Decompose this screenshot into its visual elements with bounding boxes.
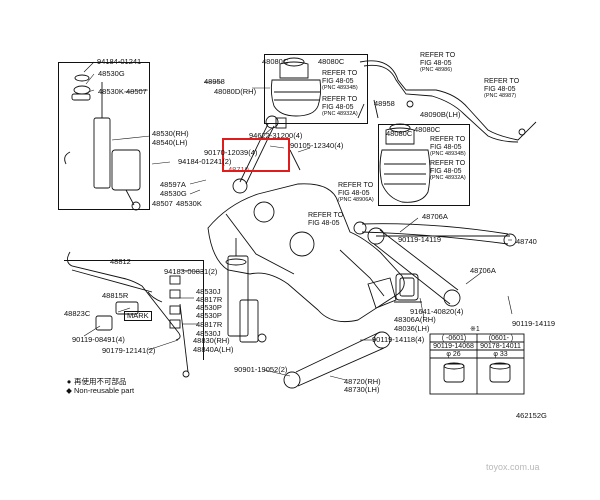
part-label[interactable]: 48080C [386,129,413,138]
bushing-bracket [394,273,422,303]
part-label[interactable]: 48958 [374,99,395,108]
part-label[interactable]: 48306A(RH) [394,315,436,324]
part-label[interactable]: 48815R [102,291,129,300]
part-label[interactable]: 48530P [196,303,222,312]
part-label-highlighted[interactable]: 48710 [228,165,249,174]
part-label[interactable]: 90119-14119 [398,235,442,244]
part-label[interactable]: 48530G [98,69,125,78]
stabilizer-bar [67,251,190,378]
part-label[interactable]: 94184-01241(2) [178,157,232,166]
part-label[interactable]: 48812 [110,257,131,266]
leader-lines [83,61,513,381]
inset-col2-range: (0601- ) [488,335,514,342]
group-box-shock-upper [58,62,150,210]
part-label[interactable]: 91641-40820(4) [410,307,464,316]
part-label[interactable]: 48730(LH) [344,385,380,394]
part-label[interactable]: 48530P [196,311,222,320]
part-label[interactable]: 48706A [470,266,496,275]
part-label[interactable]: 48706A [422,212,448,221]
air-spring-rh [270,57,322,117]
watermark: toyox.com.ua [486,462,540,472]
part-label[interactable]: 48817R [196,295,223,304]
rear-axle-housing [207,183,405,323]
part-label[interactable]: 94622-31200(4) [249,131,303,140]
shock-absorber-rear-lower [225,238,267,343]
inset-col2-size: φ 33 [493,351,508,358]
part-label[interactable]: 48823C [64,309,91,318]
part-label[interactable]: 94183-00831(2) [164,267,218,276]
part-label[interactable]: 48817R [196,320,223,329]
group-box-air-spring-lh [378,124,470,206]
part-label[interactable]: 48080C [414,125,441,134]
inset-col1-part[interactable]: 90119-14068 [433,343,474,350]
inset-col1-size: φ 26 [446,351,461,358]
part-label[interactable]: 90119-08491(4) [72,335,125,344]
part-label[interactable]: 90170-12039(4) [204,148,258,157]
part-label[interactable]: 90119-14119 [512,319,556,328]
diamond-icon: ◆ [66,386,72,395]
part-label[interactable]: 48840A(LH) [193,345,234,354]
part-label[interactable]: 48530J [196,287,221,296]
part-label[interactable]: 48036(LH) [394,324,430,333]
part-label[interactable]: 94184-01241 [97,57,142,66]
part-label[interactable]: 48080C [262,57,289,66]
group-box-air-spring-rh [264,54,368,124]
part-label[interactable]: 48958 [204,77,225,86]
part-label[interactable]: 48080D(RH) [214,87,257,96]
part-label[interactable]: 48530K [176,199,202,208]
inset-col1-range: ( -0601) [441,335,467,342]
shock-absorber-rear-upper-left [64,74,141,211]
bullet-icon: ● [66,377,72,386]
highlight-box-48710 [222,138,290,172]
part-label[interactable]: 90119-14118(4) [372,335,425,344]
part-label[interactable]: 48540(LH) [152,138,188,147]
part-label[interactable]: 90901-19052(2) [234,365,288,374]
part-label[interactable]: 48530G [160,189,187,198]
part-label[interactable]: 48507 [152,199,173,208]
upper-control-arm [232,115,301,194]
legend-item-en: ◆Non-reusable part [64,386,134,395]
part-label[interactable]: 48530(RH) [152,129,189,138]
part-label[interactable]: 48530K [98,87,124,96]
part-label[interactable]: 90179-12141(2) [102,346,156,355]
part-label[interactable]: 48090B(LH) [420,110,461,119]
part-label[interactable]: 48830(RH) [193,336,230,345]
bushing-inset-table [429,333,525,395]
part-label[interactable]: 48740 [516,237,537,246]
legend-item-jp: ●再使用不可部品 [64,376,127,387]
air-pipes [357,60,537,143]
part-label[interactable]: 48720(RH) [344,377,381,386]
group-box-stabilizer [64,260,204,360]
part-label[interactable]: 48597A [160,180,186,189]
part-label[interactable]: 48507 [126,87,147,96]
part-label[interactable]: 48080C [318,57,345,66]
drawing-number: 462152G [516,411,547,420]
mark-tag[interactable]: MARK [124,311,152,321]
part-label[interactable]: 90105-12340(4) [290,141,344,150]
inset-mark: ※1 [470,326,480,333]
lateral-control-rod [353,221,517,247]
inset-col2-part[interactable]: 90178-14011 [480,343,521,350]
part-label[interactable]: 48530J [196,329,221,338]
lower-control-arm-lower [283,331,391,389]
